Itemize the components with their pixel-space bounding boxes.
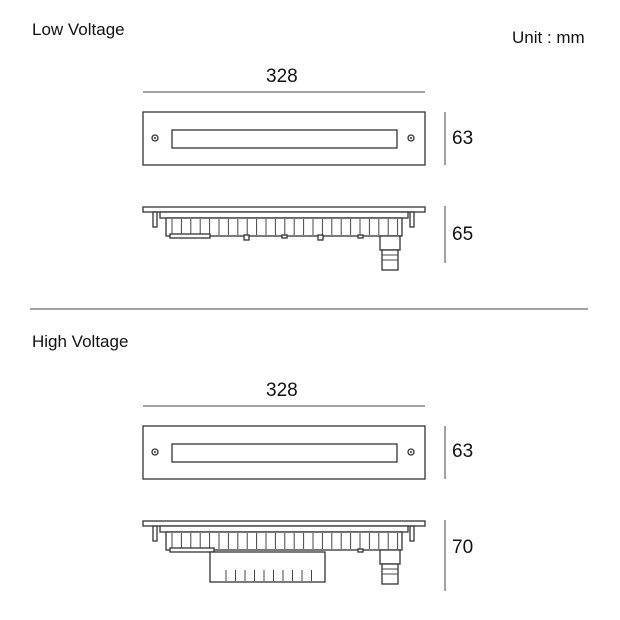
side-flange [142, 206, 426, 213]
cable-gland-nut [379, 549, 401, 565]
screw-left-center [154, 451, 156, 453]
side-height-dimension-low: 65 [452, 224, 474, 245]
width-dimension-low: 328 [266, 66, 298, 87]
section-title-low-voltage: Low Voltage [32, 20, 125, 39]
unit-label: Unit : mm [512, 28, 585, 47]
screw-right-center [410, 137, 412, 139]
side-height-dimension-high: 70 [452, 537, 474, 558]
light-slot [171, 129, 398, 149]
side-body-top [159, 525, 409, 533]
side-pin-left [152, 211, 158, 228]
front-height-dimension-high: 63 [452, 441, 474, 462]
side-bracket [169, 547, 215, 553]
width-dimension-high: 328 [266, 380, 298, 401]
mount-post [357, 234, 364, 239]
heatsink-body [165, 531, 403, 551]
cable-gland-nut [379, 235, 401, 251]
side-pin-left [152, 525, 158, 542]
mount-post [281, 234, 288, 239]
mount-post [243, 234, 250, 241]
light-slot [171, 443, 398, 463]
mount-post [357, 548, 364, 553]
side-pin-right [409, 525, 415, 542]
section-title-high-voltage: High Voltage [32, 332, 129, 351]
driver-box [209, 551, 326, 583]
screw-right-center [410, 451, 412, 453]
screw-left-center [154, 137, 156, 139]
side-pin-right [409, 211, 415, 228]
side-body-top [159, 211, 409, 219]
side-bracket [169, 233, 211, 239]
mount-post [317, 234, 324, 241]
side-flange [142, 520, 426, 527]
front-height-dimension-low: 63 [452, 128, 474, 149]
heatsink-body [165, 217, 403, 237]
